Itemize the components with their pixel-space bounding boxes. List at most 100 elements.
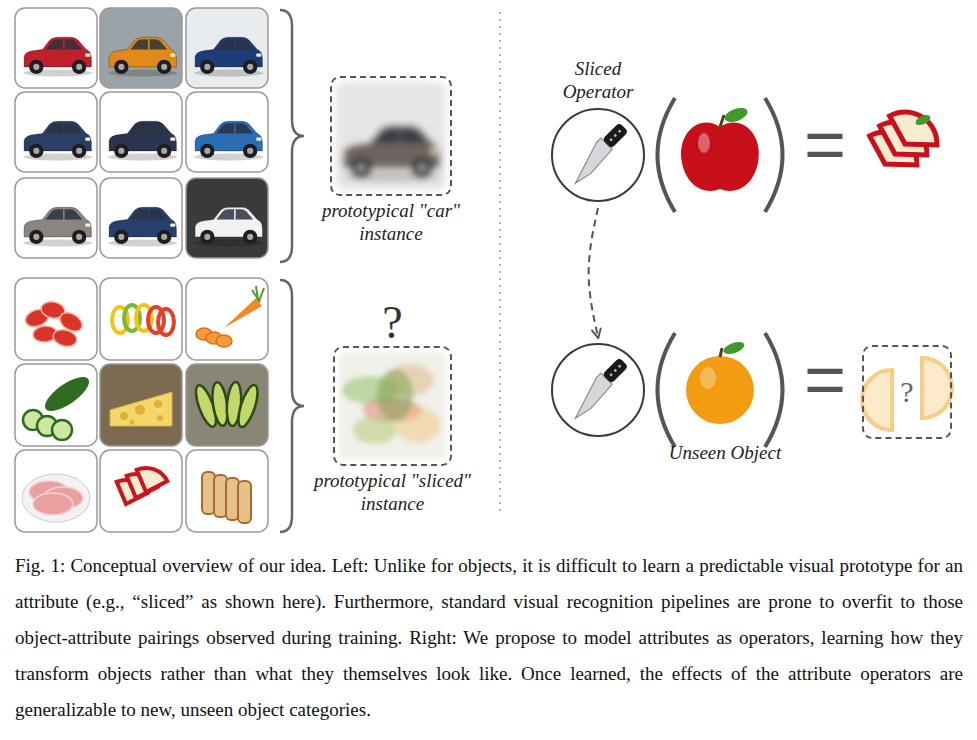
car-photo bbox=[15, 8, 97, 88]
blurred-car-prototype bbox=[351, 158, 371, 178]
car-photo bbox=[243, 230, 257, 244]
car-photo bbox=[46, 123, 83, 133]
sliced-food-photo bbox=[186, 450, 268, 532]
sliced-food-photo bbox=[252, 290, 260, 302]
car-photo bbox=[23, 121, 92, 160]
car-photo bbox=[170, 138, 175, 141]
result-box: ? bbox=[862, 345, 952, 439]
car-photo bbox=[15, 92, 97, 172]
knife-icon bbox=[565, 138, 613, 186]
car-photo bbox=[247, 148, 253, 154]
car-photo bbox=[23, 207, 92, 246]
sliced-food-photo bbox=[186, 278, 268, 360]
sliced-food-photo bbox=[100, 278, 182, 360]
car-photo bbox=[85, 54, 90, 57]
sliced-food-photo bbox=[15, 364, 97, 446]
sliced-food-photo bbox=[120, 412, 128, 420]
sliced-food-photo bbox=[186, 450, 268, 532]
car-photo bbox=[108, 121, 177, 160]
car-photo bbox=[204, 234, 210, 240]
curly-brace bbox=[280, 280, 304, 532]
car-photo bbox=[194, 37, 263, 76]
blurred-sliced-prototype bbox=[353, 416, 397, 444]
car-photo bbox=[114, 144, 128, 158]
orange-icon bbox=[700, 367, 716, 389]
car-photo bbox=[256, 138, 261, 141]
car-photo bbox=[118, 64, 124, 70]
prototype-box: ?prototypical "sliced" instance bbox=[333, 346, 452, 466]
car-photo bbox=[170, 54, 175, 57]
blurred-car-prototype bbox=[399, 129, 401, 144]
car-photo bbox=[114, 60, 128, 74]
sliced-food-photo bbox=[157, 415, 163, 421]
car-photo bbox=[157, 144, 171, 158]
sliced-apple-icon bbox=[914, 113, 932, 127]
car-photo bbox=[29, 230, 43, 244]
blurred-car-prototype bbox=[336, 82, 446, 190]
car-photo bbox=[217, 39, 254, 49]
sliced-food-photo bbox=[110, 392, 172, 426]
sliced-food-photo bbox=[52, 420, 72, 440]
car-photo bbox=[33, 234, 39, 240]
blurred-car-prototype bbox=[418, 163, 427, 172]
sliced-food-photo bbox=[100, 364, 182, 446]
sliced-food-photo bbox=[130, 420, 135, 425]
knife-icon bbox=[609, 138, 613, 142]
blurred-car-prototype bbox=[431, 149, 438, 153]
car-photo bbox=[72, 60, 86, 74]
sliced-food-photo bbox=[135, 405, 145, 415]
car-photo bbox=[85, 224, 90, 227]
car-photo bbox=[186, 178, 268, 258]
knife-icon bbox=[618, 364, 622, 368]
car-photo bbox=[157, 60, 171, 74]
car-photo bbox=[243, 60, 257, 74]
car-photo bbox=[63, 209, 65, 219]
car-photo bbox=[29, 144, 43, 158]
car-photo bbox=[72, 144, 86, 158]
car-photo bbox=[108, 207, 177, 246]
blurred-car-prototype bbox=[342, 126, 441, 182]
equals-sign: = bbox=[790, 108, 860, 180]
car-photo bbox=[100, 92, 182, 172]
apple-icon bbox=[681, 105, 759, 191]
sliced-food-photo bbox=[238, 481, 251, 523]
car-photo bbox=[194, 207, 263, 246]
knife-icon bbox=[613, 134, 617, 138]
sliced-food-photo bbox=[158, 309, 174, 335]
node-caption: prototypical "car" instance bbox=[311, 200, 471, 246]
car-photo bbox=[100, 178, 182, 258]
car-photo bbox=[234, 123, 236, 133]
blurred-car-prototype bbox=[412, 158, 432, 178]
car-photo bbox=[148, 39, 150, 49]
car-photo bbox=[186, 92, 268, 172]
sliced-food-photo bbox=[235, 383, 262, 429]
question-mark: ? bbox=[363, 300, 423, 346]
node-caption: Sliced Operator bbox=[543, 58, 653, 104]
blurred-car-prototype bbox=[374, 129, 426, 144]
car-photo bbox=[15, 92, 97, 172]
apple-icon bbox=[681, 122, 759, 190]
apple-icon bbox=[698, 133, 710, 153]
orange-icon bbox=[686, 356, 754, 424]
knife-icon bbox=[609, 373, 613, 377]
car-photo bbox=[76, 148, 82, 154]
figure-caption: Fig. 1: Conceptual overview of our idea.… bbox=[15, 548, 963, 728]
car-photo bbox=[148, 209, 150, 219]
prototype-box: prototypical "car" instance bbox=[330, 76, 452, 196]
car-photo bbox=[118, 148, 124, 154]
knife-icon bbox=[602, 122, 628, 148]
car-photo bbox=[148, 123, 150, 133]
sliced-food-photo bbox=[15, 450, 97, 532]
car-photo bbox=[243, 144, 257, 158]
car-photo bbox=[204, 64, 210, 70]
blurred-car-prototype bbox=[336, 82, 446, 190]
knife-icon bbox=[565, 373, 613, 421]
operator-circle bbox=[551, 343, 645, 437]
sliced-food-photo bbox=[15, 364, 97, 446]
object-label: Unseen Object bbox=[650, 442, 800, 465]
orange-icon bbox=[686, 340, 754, 424]
car-photo bbox=[186, 92, 268, 172]
sliced-food-photo bbox=[15, 278, 97, 360]
car-photo bbox=[256, 224, 261, 227]
